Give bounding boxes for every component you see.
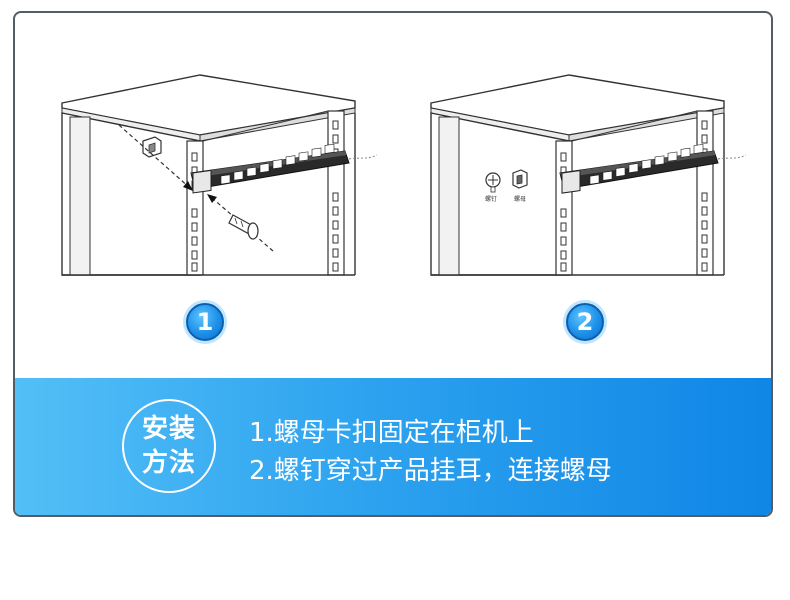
instruction-step-1: 1.螺母卡扣固定在柜机上 [249,418,534,448]
screw-label: 螺钉 [485,195,497,203]
rack-cabinet-icon [430,74,725,276]
instructions-band: 安装 方法 1.螺母卡扣固定在柜机上 2.螺钉穿过产品挂耳，连接螺母 [15,378,771,515]
instruction-steps: 1.螺母卡扣固定在柜机上 2.螺钉穿过产品挂耳，连接螺母 [249,414,612,490]
rack-post-holes [191,120,339,272]
screw-icon [485,172,501,193]
rack-post-holes [560,120,708,272]
step-1-badge: 1 [186,303,224,341]
method-title-line-2: 方法 [141,448,196,478]
pdu-strip-icon [190,143,378,194]
rack-cabinet-icon [61,74,356,276]
install-arrows [118,124,274,252]
method-title-circle: 安装 方法 [122,399,216,493]
method-title-line-1: 安装 [141,414,196,444]
instruction-step-2: 2.螺钉穿过产品挂耳，连接螺母 [249,456,612,486]
pdu-strip-icon [559,143,747,194]
installation-card: 螺钉 螺母 1 2 安装 方法 1.螺母卡扣固定在柜机上 2.螺钉穿过产品挂耳，… [13,11,773,517]
installation-illustration: 螺钉 螺母 [61,74,747,276]
step-2-badge: 2 [566,303,604,341]
cage-nut-icon [512,169,528,189]
screw-icon [228,214,259,240]
nut-label: 螺母 [514,195,526,203]
cage-nut-icon [142,136,162,158]
